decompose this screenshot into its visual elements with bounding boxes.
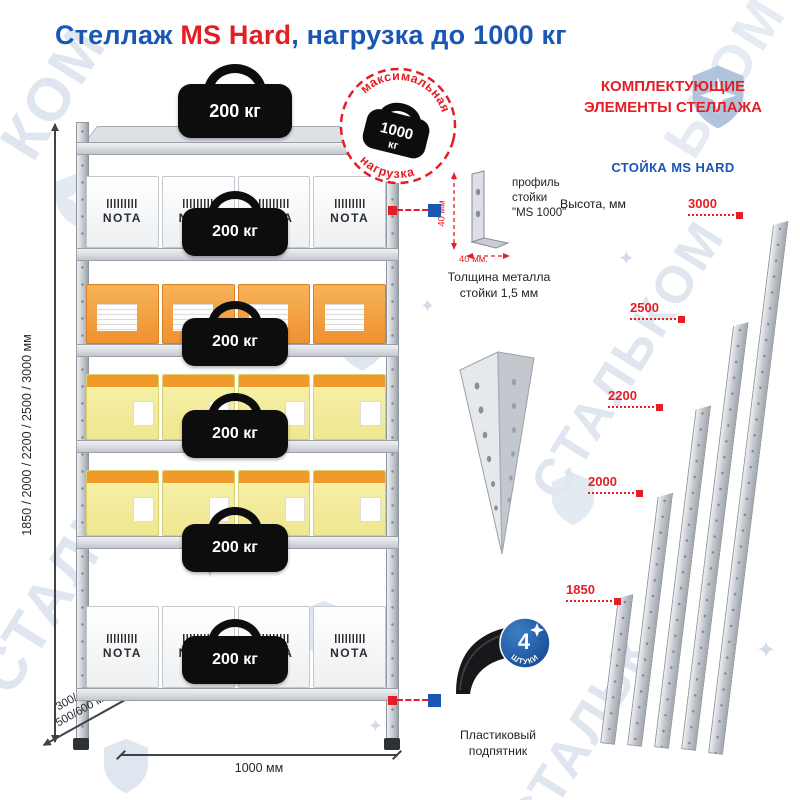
quantity-unit: ШТУКИ: [509, 652, 539, 666]
post-label-1850: 1850: [566, 582, 621, 605]
barcode-icon: [107, 199, 138, 208]
barcode-icon: [183, 199, 214, 208]
callout-marker-red: [388, 696, 397, 705]
weight-badge: 200 кг: [182, 619, 288, 684]
barcode-icon: [334, 199, 365, 208]
paper-box-orange: [313, 284, 386, 344]
components-heading: КОМПЛЕКТУЮЩИЕ ЭЛЕМЕНТЫ СТЕЛЛАЖА: [584, 78, 762, 116]
barcode-icon: [258, 199, 289, 208]
paper-box-white: NOTA: [86, 606, 159, 688]
post-height-value: 2000: [588, 474, 617, 489]
paper-box-white: NOTA: [313, 606, 386, 688]
leader-line: [630, 315, 685, 323]
paper-box-white: NOTA: [86, 176, 159, 248]
post-height-value: 3000: [688, 196, 717, 211]
rack-foot: [384, 738, 400, 750]
post-label-2200: 2200: [608, 388, 663, 411]
post-label-2500: 2500: [630, 300, 685, 323]
box-brand-label: NOTA: [330, 211, 370, 225]
shield-watermark-icon: [551, 472, 595, 526]
page-title: Стеллаж MS Hard, нагрузка до 1000 кг: [55, 20, 567, 51]
post-profile-diagram: [451, 170, 510, 259]
paper-box-white: NOTA: [313, 176, 386, 248]
sparkle-icon: ✦: [618, 248, 635, 270]
shelf-load-label: 200 кг: [182, 208, 288, 256]
barcode-icon: [334, 634, 365, 643]
kettlebell-body-icon: [362, 109, 430, 159]
shield-logo-icon: [692, 65, 744, 129]
post-height-value: 2500: [630, 300, 659, 315]
box-brand-label: NOTA: [102, 646, 142, 660]
width-dimension-line: [120, 754, 398, 756]
callout-connector: [397, 699, 428, 701]
components-subheading: СТОЙКА MS HARD: [611, 160, 735, 175]
paper-box-orange: [86, 284, 159, 344]
max-load-badge: максимальная нагрузка 1000 кг: [339, 59, 459, 187]
paper-box-yellow: [86, 470, 159, 536]
profile-dim-horizontal: 40 мм.: [459, 254, 488, 265]
leader-line: [608, 403, 663, 411]
height-dimension-line: [51, 123, 59, 743]
rack-post-right: [386, 122, 399, 746]
shelf-load-label: 200 кг: [182, 318, 288, 366]
barcode-icon: [107, 634, 138, 643]
rack-foot: [73, 738, 89, 750]
shelf-load-label: 200 кг: [182, 524, 288, 572]
height-units-label: Высота, мм: [560, 197, 626, 211]
weight-badge: 200 кг: [182, 191, 288, 256]
shelf: [76, 688, 399, 701]
quantity-number: 4: [518, 629, 531, 654]
title-load: , нагрузка до 1000 кг: [291, 20, 567, 50]
weight-badge-top: 200 кг: [178, 64, 292, 138]
callout-marker-blue: [428, 204, 441, 217]
width-label: 1000 мм: [234, 761, 284, 775]
paper-box-yellow: [313, 470, 386, 536]
quantity-badge: 4 ШТУКИ: [499, 617, 551, 669]
weight-badge: 200 кг: [182, 507, 288, 572]
box-label: [321, 300, 369, 335]
leader-line: [588, 489, 643, 497]
post-label-2000: 2000: [588, 474, 643, 497]
box-brand-label: NOTA: [102, 211, 142, 225]
height-options-label: 1850 / 2000 / 2200 / 2500 / 3000 мм: [20, 334, 34, 536]
post-label-3000: 3000: [688, 196, 743, 219]
callout-marker-red: [388, 206, 397, 215]
angle-post-image: [459, 351, 535, 555]
width-dimension: 1000 мм: [120, 754, 398, 775]
weight-badge: 200 кг: [182, 393, 288, 458]
shield-watermark-icon: [103, 738, 149, 794]
profile-caption: профиль стойки "MS 1000": [512, 177, 567, 219]
leader-line: [566, 597, 621, 605]
svg-text:ШТУКИ: ШТУКИ: [509, 652, 540, 666]
box-label: [93, 300, 141, 335]
sparkle-icon: ✦: [420, 296, 436, 316]
shelf-load-label: 200 кг: [182, 410, 288, 458]
weight-badge: 200 кг: [182, 301, 288, 366]
plastic-foot-caption: Пластиковый подпятник: [459, 728, 537, 758]
shelf-load-label: 200 кг: [178, 84, 292, 138]
callout-connector: [397, 209, 428, 211]
title-model: MS Hard: [180, 20, 292, 50]
post-height-value: 2200: [608, 388, 637, 403]
leader-line: [688, 211, 743, 219]
callout-marker-blue: [428, 694, 441, 707]
shelf-load-label: 200 кг: [182, 636, 288, 684]
title-product: Стеллаж: [55, 20, 181, 50]
sparkle-icon: ✦: [368, 716, 384, 736]
sparkle-icon: ✦: [756, 637, 777, 664]
paper-box-yellow: [313, 374, 386, 440]
max-load-unit: кг: [387, 138, 400, 152]
box-brand-label: NOTA: [330, 646, 370, 660]
paper-box-yellow: [86, 374, 159, 440]
thickness-note: Толщина металла стойки 1,5 мм: [447, 270, 551, 300]
post-height-value: 1850: [566, 582, 595, 597]
